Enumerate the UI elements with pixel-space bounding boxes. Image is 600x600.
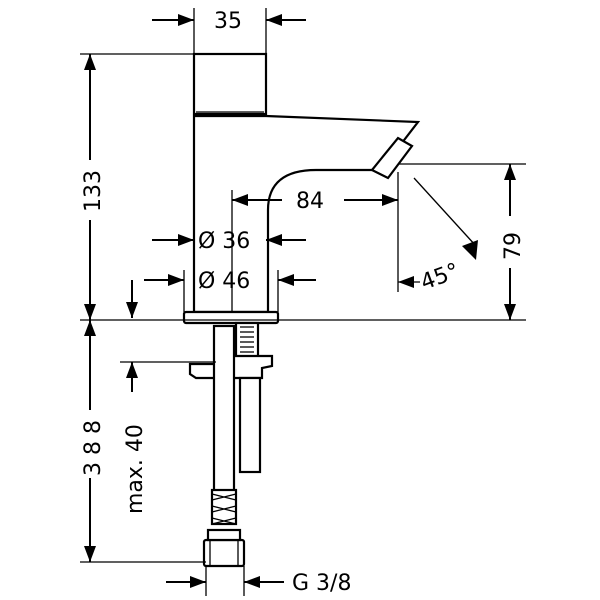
faucet-cap [192, 52, 268, 116]
dim-length-below: 3 8 8 [81, 320, 106, 562]
mounting-assembly [188, 321, 274, 568]
dim-total-height-label: 133 [81, 170, 106, 212]
dim-spout-height: 79 [501, 164, 526, 320]
dim-spout-reach: 84 [232, 189, 398, 214]
dim-max-thickness: max. 40 [123, 362, 148, 514]
dim-max-thickness-label: max. 40 [123, 424, 148, 514]
dim-spout-angle-label: 45° [418, 259, 463, 296]
dim-thread-label: G 3/8 [292, 571, 351, 596]
dim-spout-reach-label: 84 [296, 189, 324, 214]
spout-nozzle [370, 136, 414, 180]
dim-diameter-46-label: Ø 46 [198, 269, 250, 294]
dim-spout-angle: 45° [398, 177, 478, 296]
dim-total-height: 133 [81, 54, 106, 320]
dim-top-width-label: 35 [214, 9, 242, 34]
dim-diameter-36: Ø 36 [152, 229, 306, 254]
supply-hose [212, 324, 236, 494]
dim-thread: G 3/8 [166, 571, 351, 596]
faucet-base [182, 310, 280, 325]
dim-diameter-36-label: Ø 36 [198, 229, 250, 254]
dim-diameter-46: Ø 46 [144, 269, 316, 294]
dim-length-below-label: 3 8 8 [81, 420, 106, 476]
extension-lines [80, 8, 526, 596]
dim-spout-height-label: 79 [501, 232, 526, 260]
faucet-body [182, 52, 421, 325]
counter-arrow [126, 280, 138, 318]
dim-top-width: 35 [152, 9, 306, 34]
